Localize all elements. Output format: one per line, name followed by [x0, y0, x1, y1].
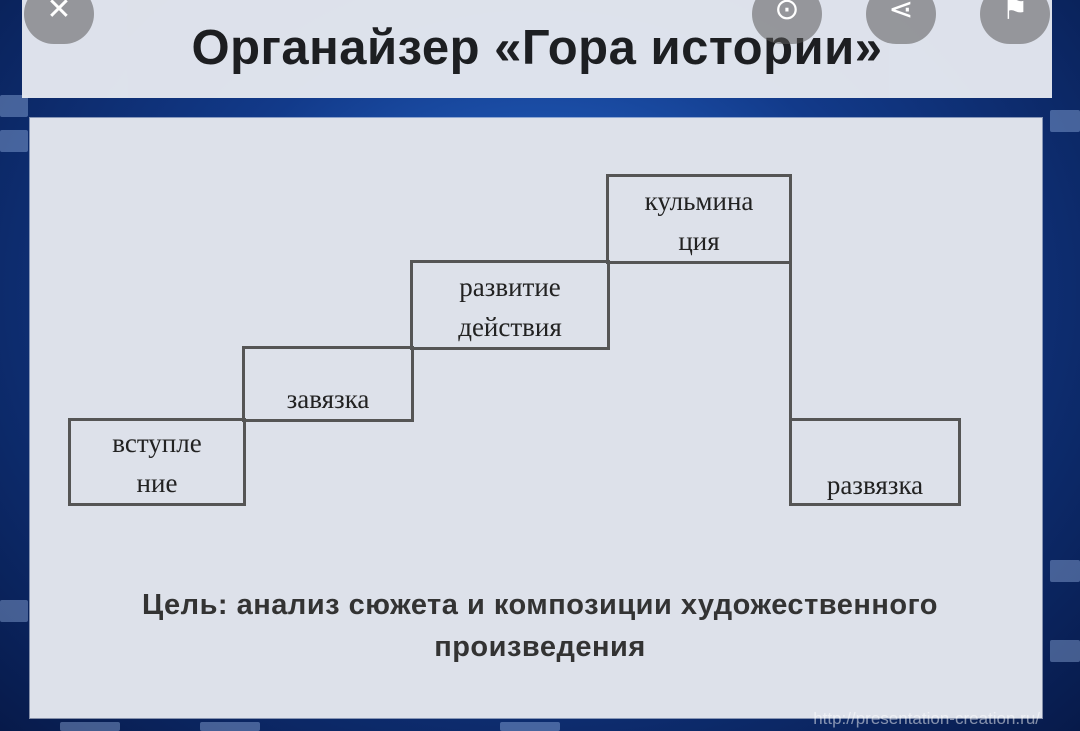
share-icon: ⋖: [888, 0, 914, 26]
step-label: кульмина ция: [644, 186, 754, 256]
climax-descender: [789, 261, 792, 506]
step-setup: завязка: [242, 346, 414, 422]
step-rising-action: развитие действия: [410, 260, 610, 350]
step-label: развязка: [826, 470, 924, 500]
bookmark-icon: ⚑: [1001, 0, 1029, 26]
goal-text: Цель: анализ сюжета и композиции художес…: [142, 589, 938, 663]
close-button[interactable]: ✕: [24, 0, 94, 44]
slide: вступле ние завязка развитие действия ку…: [30, 118, 1042, 718]
watermark: http://presentation-creation.ru/: [813, 709, 1040, 728]
step-label: завязка: [286, 384, 370, 414]
step-label: развитие действия: [458, 272, 562, 342]
share-button[interactable]: ⋖: [866, 0, 936, 44]
step-climax: кульмина ция: [606, 174, 792, 264]
step-label: вступле ние: [112, 428, 202, 498]
lens-button[interactable]: ⊙: [752, 0, 822, 44]
lens-icon: ⊙: [774, 0, 800, 26]
bookmark-button[interactable]: ⚑: [980, 0, 1050, 44]
close-icon: ✕: [46, 0, 72, 26]
step-resolution: развязка: [789, 418, 961, 506]
step-introduction: вступле ние: [68, 418, 246, 506]
